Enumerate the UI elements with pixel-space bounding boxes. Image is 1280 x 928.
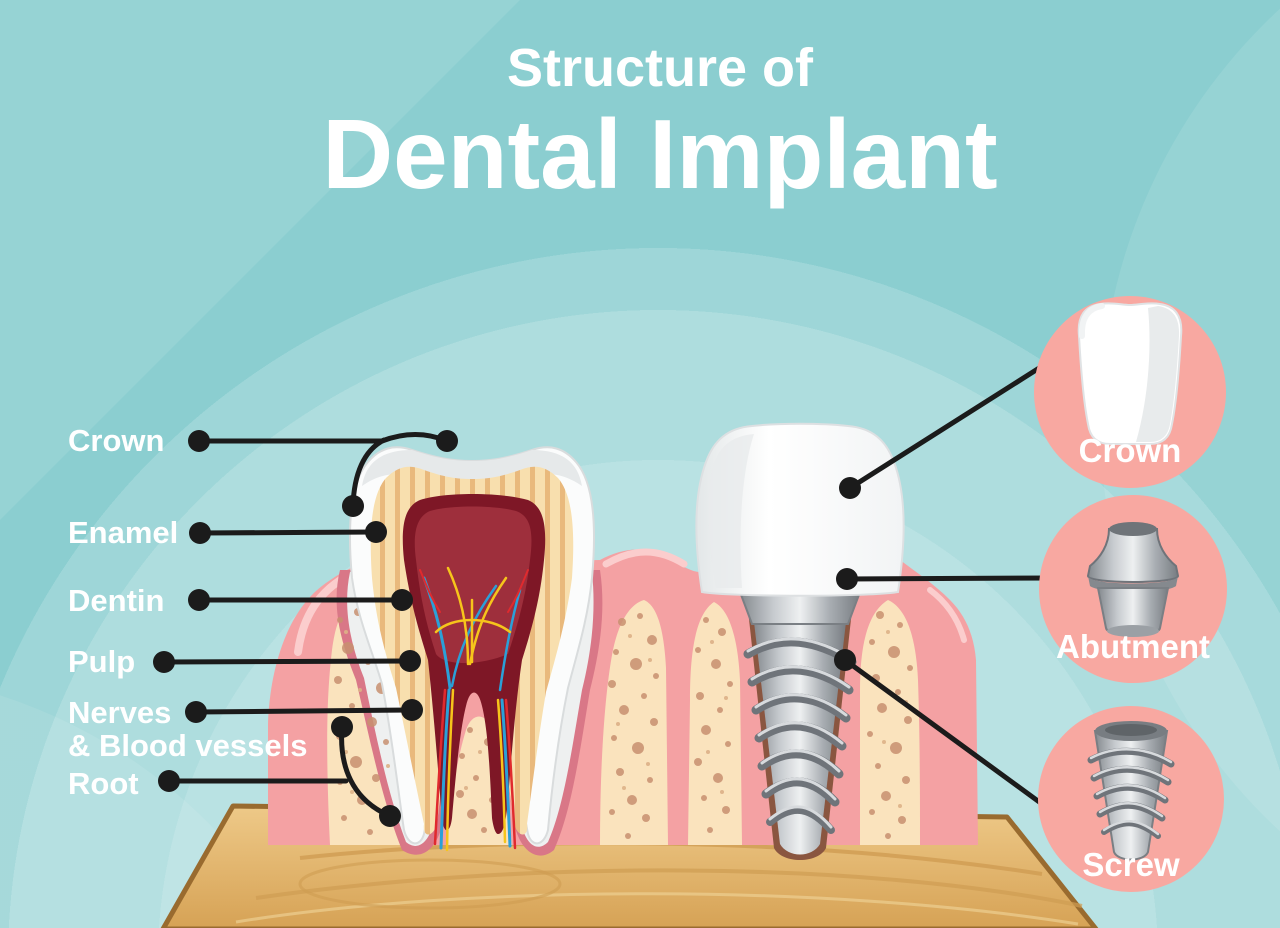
pulp-leader-line: [161, 658, 413, 665]
label-nerves-line2: & Blood vessels: [68, 727, 308, 763]
natural-tooth-cross-section: [349, 446, 595, 852]
implant-crown: [695, 422, 905, 597]
label-dentin: Dentin: [68, 583, 165, 618]
title-line-2: Dental Implant: [322, 99, 998, 210]
implant-abutment-collar: [738, 591, 862, 625]
implant-abutment-leader-line: [844, 575, 1056, 582]
implant-part-circles: [1034, 296, 1227, 892]
crown-part-icon: [1077, 302, 1183, 445]
nerves-leader-line: [193, 707, 415, 715]
nerves-and-vessels: [419, 566, 529, 852]
label-enamel: Enamel: [68, 515, 179, 550]
tooth-occlusal-shading: [362, 450, 582, 486]
abutment-part-icon: [1086, 522, 1180, 637]
crown-leader-line: [196, 432, 450, 444]
label-nerves-line1: Nerves: [68, 695, 172, 730]
label-crown: Crown: [68, 423, 165, 458]
label-pulp: Pulp: [68, 644, 136, 679]
label-nerves-blood-vessels: Nerves & Blood vessels: [68, 695, 308, 763]
tooth-pulp-inner: [414, 506, 532, 663]
leader-lines: [161, 355, 1058, 819]
poster-title: Structure of Dental Implant: [0, 38, 1280, 210]
enamel-leader-line: [197, 529, 379, 536]
implant-crown-leader-line: [847, 355, 1058, 491]
dental-implant: [695, 422, 905, 860]
title-line-1: Structure of: [506, 38, 814, 98]
implant-screw-leader-line: [842, 657, 1056, 815]
implant-crown-highlight: [708, 434, 754, 588]
label-implant-screw: Screw: [1082, 846, 1180, 883]
root-leader-branch: [339, 724, 393, 819]
implant-screw-threads: [743, 637, 857, 834]
label-implant-abutment: Abutment: [1056, 628, 1210, 665]
label-root: Root: [68, 766, 139, 801]
label-implant-crown: Crown: [1078, 432, 1182, 469]
screw-part-icon: [1087, 721, 1175, 861]
